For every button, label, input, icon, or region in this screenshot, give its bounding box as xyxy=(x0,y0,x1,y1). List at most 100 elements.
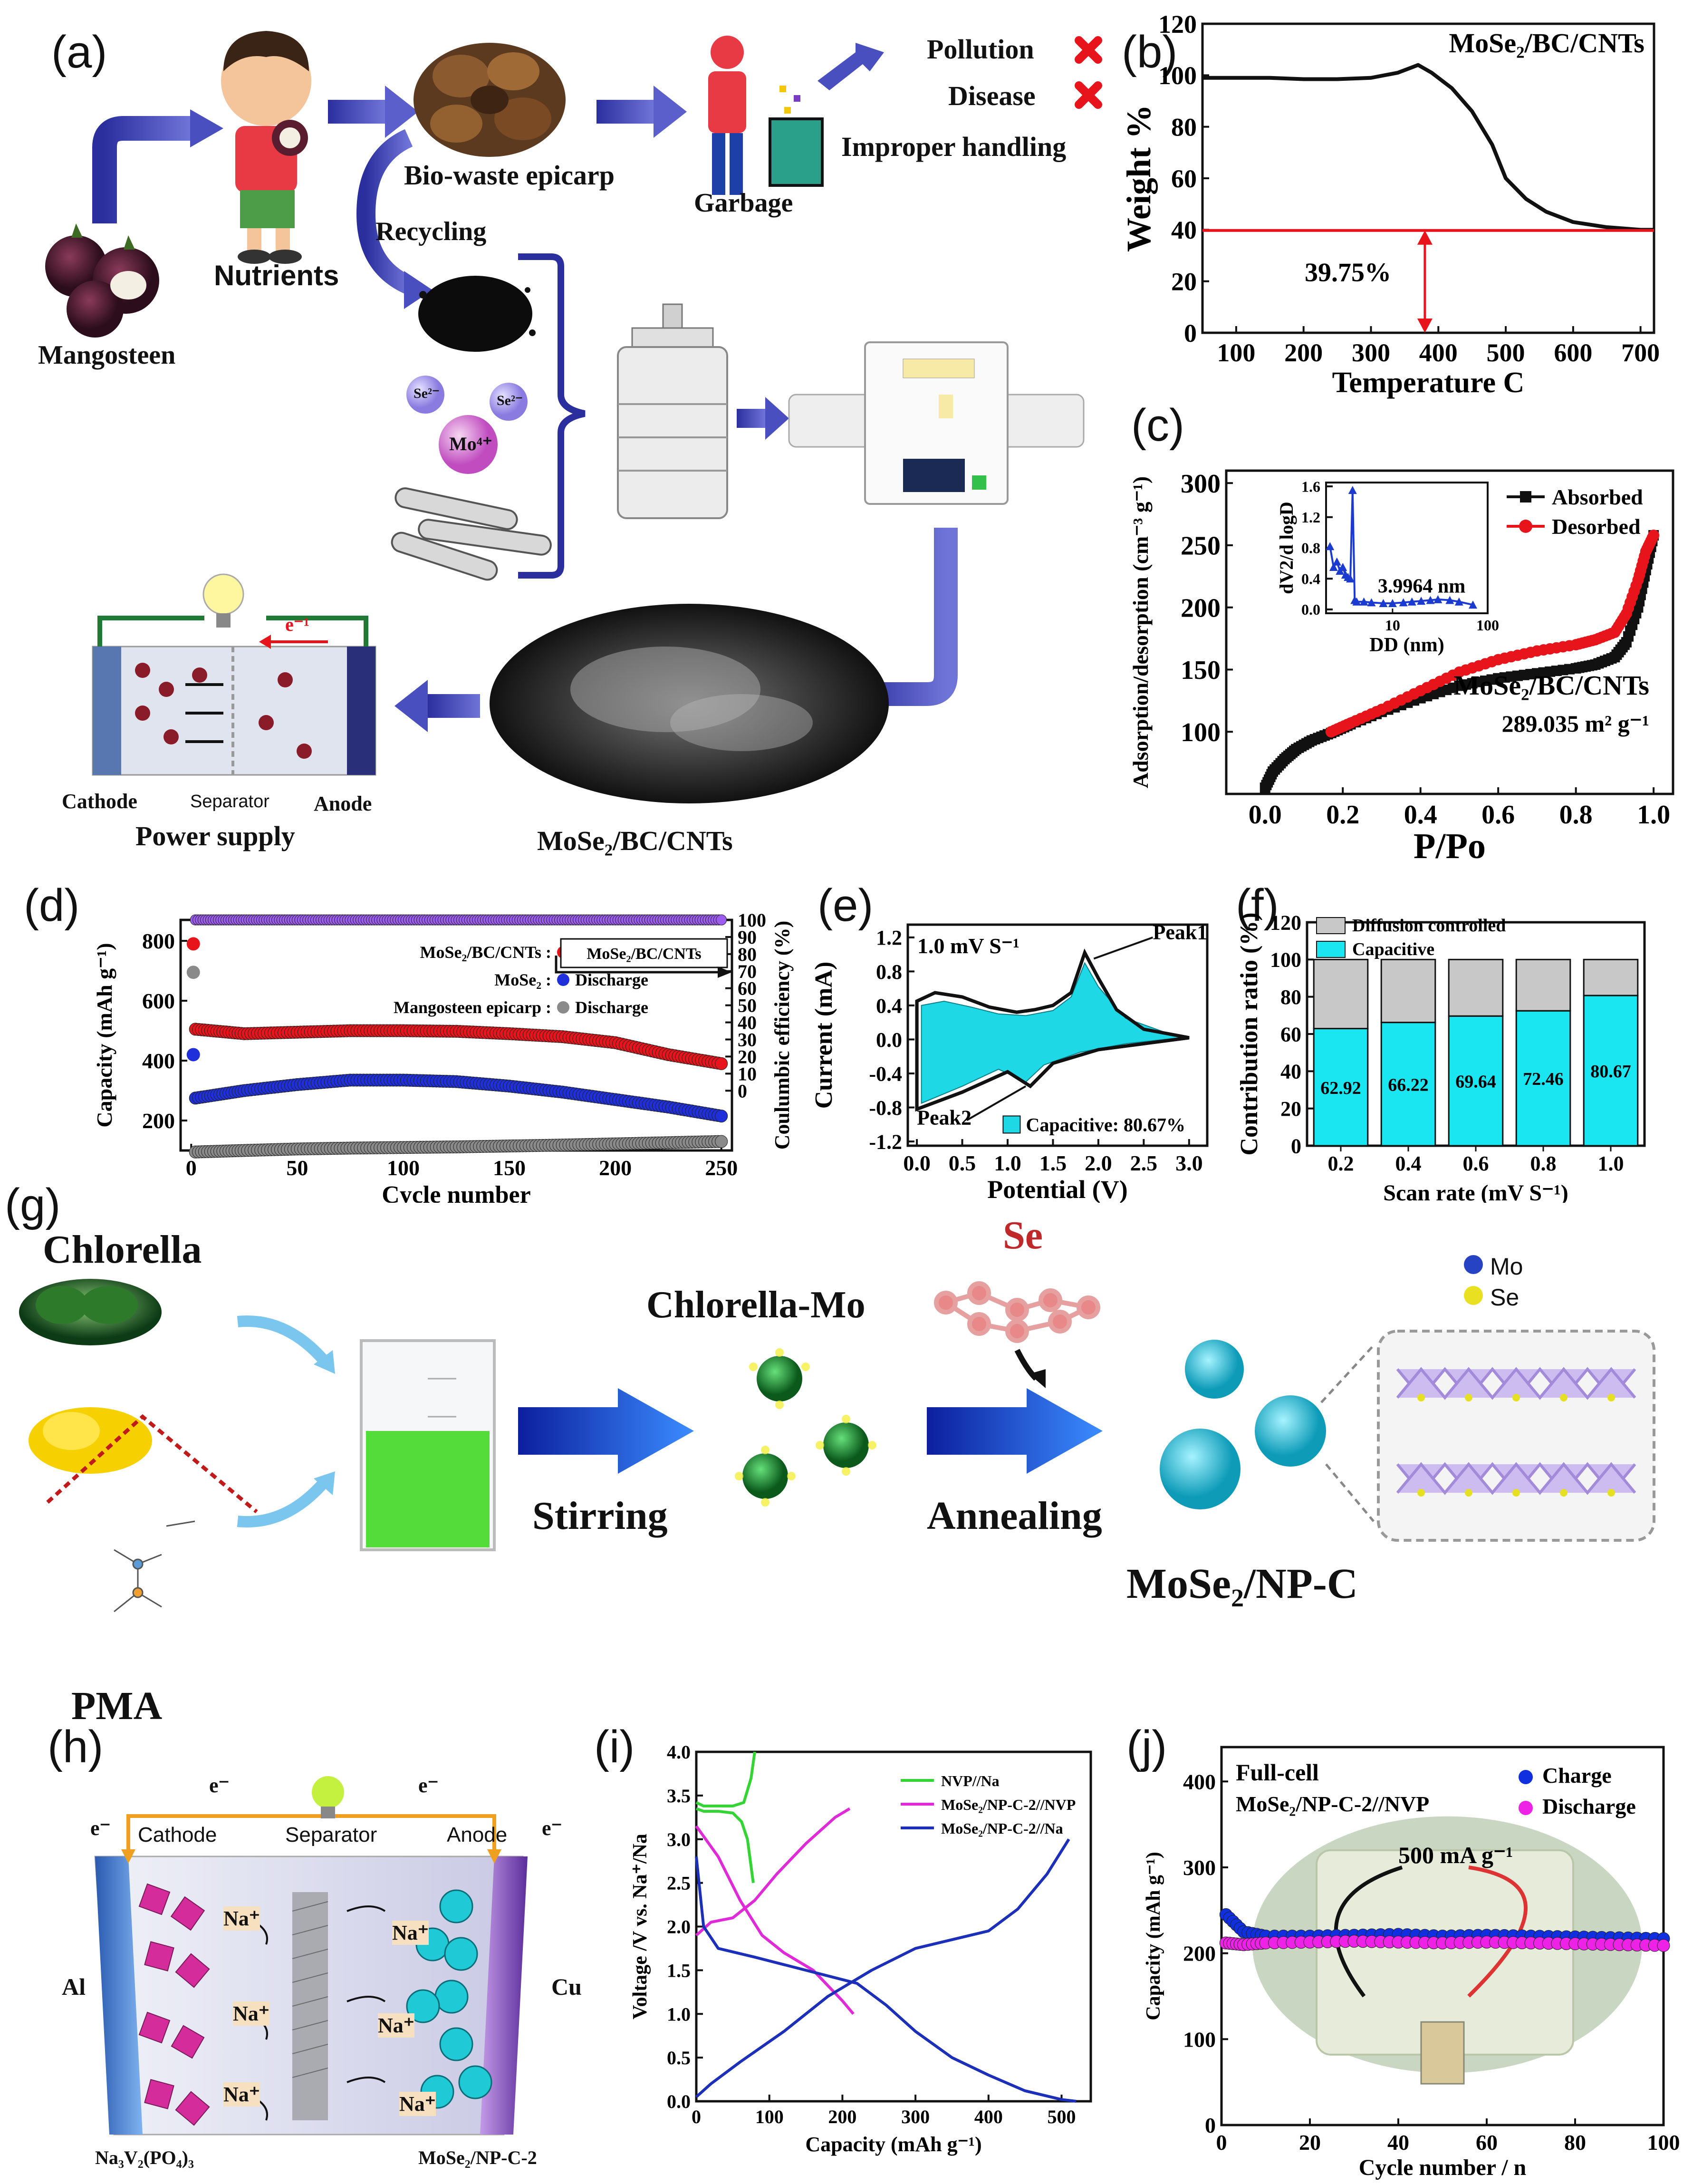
e-x-tick-label: 0.5 xyxy=(949,1151,976,1175)
person-garbage-icon xyxy=(708,36,824,195)
label-se-ion-2: Se²⁻ xyxy=(497,393,523,408)
label-anode: Anode xyxy=(314,792,372,815)
se-ion-icon xyxy=(406,376,444,414)
j-y-tick-label: 300 xyxy=(1183,1855,1216,1880)
mose2-sphere-image xyxy=(1160,1340,1326,1509)
current-density-label: 500 mA g⁻¹ xyxy=(1398,1842,1513,1868)
inset-data-point xyxy=(1338,562,1347,571)
label-na-2: Na⁺ xyxy=(233,2001,269,2026)
annotation-arrowhead xyxy=(718,966,732,978)
legend-swatch xyxy=(1316,941,1346,958)
inset-y-tick-label: 0.8 xyxy=(1301,540,1320,557)
photo-wire-red xyxy=(1467,1865,1528,1998)
inset-y-tick-label: 1.2 xyxy=(1301,509,1320,526)
e-x-tick-label: 2.0 xyxy=(1085,1151,1112,1175)
e-x-tick-label: 1.5 xyxy=(1039,1151,1067,1175)
inset-data-point xyxy=(1399,598,1408,607)
f-x-tick-label: 0.4 xyxy=(1395,1152,1422,1175)
label-cathode-h: Cathode xyxy=(138,1823,217,1846)
d-y-tick-label: 600 xyxy=(142,989,175,1013)
legend-label: MoSe₂/NP-C-2//NVP xyxy=(941,1796,1076,1813)
peak2-label: Peak2 xyxy=(917,1106,971,1129)
panel-h-artwork xyxy=(94,1776,528,2136)
panel-label-i: (i) xyxy=(594,1721,635,1772)
bar-data-label: 66.22 xyxy=(1388,1075,1429,1095)
d-right-y-tick-label: 90 xyxy=(738,927,757,948)
legend-label: MoSe₂/NP-C-2//Na xyxy=(941,1820,1063,1837)
bar-data-label: 72.46 xyxy=(1523,1069,1564,1089)
b-x-tick-label: 300 xyxy=(1352,338,1390,367)
j-y-tick-label: 100 xyxy=(1183,2027,1216,2051)
chart-title-b: MoSe₂/BC/CNTs xyxy=(1449,28,1645,58)
d-y-tick-label: 200 xyxy=(142,1109,175,1133)
chart-title-j: Full-cell xyxy=(1236,1759,1319,1786)
label-separator: Separator xyxy=(190,792,269,812)
d-right-y-tick-label: 30 xyxy=(738,1029,757,1050)
data-point-discharge xyxy=(1657,1939,1670,1952)
label-na-6: Na⁺ xyxy=(399,2092,436,2116)
annotation-box xyxy=(560,938,728,968)
y-axis-label-c: Adsorption/desorption (cm⁻³ g⁻¹) xyxy=(1128,476,1153,788)
i-x-tick-label: 400 xyxy=(974,2106,1003,2127)
i-y-tick-label: 2.5 xyxy=(667,1873,691,1894)
inset-data-point xyxy=(1388,599,1397,607)
b-x-tick-label: 200 xyxy=(1284,338,1323,367)
chlorella-image xyxy=(19,1279,162,1345)
label-electron-2: e⁻ xyxy=(209,1774,230,1797)
d-x-tick-label: 50 xyxy=(286,1156,308,1180)
j-y-tick-label: 0 xyxy=(1205,2113,1216,2137)
f-x-tick-label: 1.0 xyxy=(1598,1152,1624,1175)
i-y-tick-label: 1.0 xyxy=(667,2003,691,2025)
c-x-tick-label: 1.0 xyxy=(1637,800,1670,830)
panel-label-e: (e) xyxy=(817,880,874,931)
f-y-tick-label: 40 xyxy=(1280,1060,1301,1083)
legend-swatch xyxy=(1002,1115,1021,1134)
bar-diffusion xyxy=(1583,958,1639,996)
b-x-tick-label: 400 xyxy=(1419,338,1458,367)
series-line-i xyxy=(695,1807,851,1937)
inset-y-tick-label: 0.0 xyxy=(1301,601,1320,618)
i-y-tick-label: 1.5 xyxy=(667,1960,691,1981)
legend-label: MoSe₂ : xyxy=(494,970,551,989)
legend-label: Capacitive xyxy=(1352,939,1434,959)
inset-data-point xyxy=(1359,597,1368,606)
c-y-tick-label: 200 xyxy=(1181,593,1221,623)
bar-data-label: 62.92 xyxy=(1320,1078,1361,1098)
label-power-supply: Power supply xyxy=(135,821,295,851)
j-x-tick-label: 0 xyxy=(1216,2130,1227,2155)
i-y-tick-label: 2.0 xyxy=(667,1916,691,1938)
i-y-tick-label: 3.5 xyxy=(667,1785,691,1807)
inset-x-label: DD (nm) xyxy=(1369,634,1444,656)
y-axis-label-d: Capacity (mAh g⁻¹) xyxy=(92,943,116,1127)
peak2-arrow xyxy=(966,1085,1027,1121)
d-right-y-tick-label: 70 xyxy=(738,961,757,982)
label-cathode: Cathode xyxy=(62,790,137,813)
x-axis-label-i: Capacity (mAh g⁻¹) xyxy=(805,2133,981,2156)
legend-marker xyxy=(1520,491,1531,503)
label-chlorella: Chlorella xyxy=(43,1227,202,1272)
d-y-tick-label: 800 xyxy=(142,929,175,953)
biowaste-epicarp-image xyxy=(414,43,566,157)
j-x-tick-label: 40 xyxy=(1387,2130,1409,2155)
legend-marker xyxy=(557,1001,569,1014)
c-y-tick-label: 250 xyxy=(1181,532,1221,561)
label-na-4: Na⁺ xyxy=(392,1921,429,1945)
e-x-tick-label: 2.5 xyxy=(1130,1151,1158,1175)
stirring-arrow-icon xyxy=(518,1388,694,1474)
inset-data-point xyxy=(1417,597,1426,605)
nvp-crystal-image xyxy=(138,1883,210,2126)
bar-diffusion xyxy=(1313,958,1369,1030)
legend-label: NVP//Na xyxy=(941,1772,1000,1789)
carbon-nanotube-image xyxy=(391,487,552,581)
inset-data-point xyxy=(1426,596,1435,604)
crystal-structure-image xyxy=(1377,1330,1655,1542)
panel-a: (a) xyxy=(0,0,1122,870)
label-cu: Cu xyxy=(551,1973,582,2000)
light-bulb-icon xyxy=(312,1776,344,1818)
data-point-discharge xyxy=(715,1057,728,1070)
